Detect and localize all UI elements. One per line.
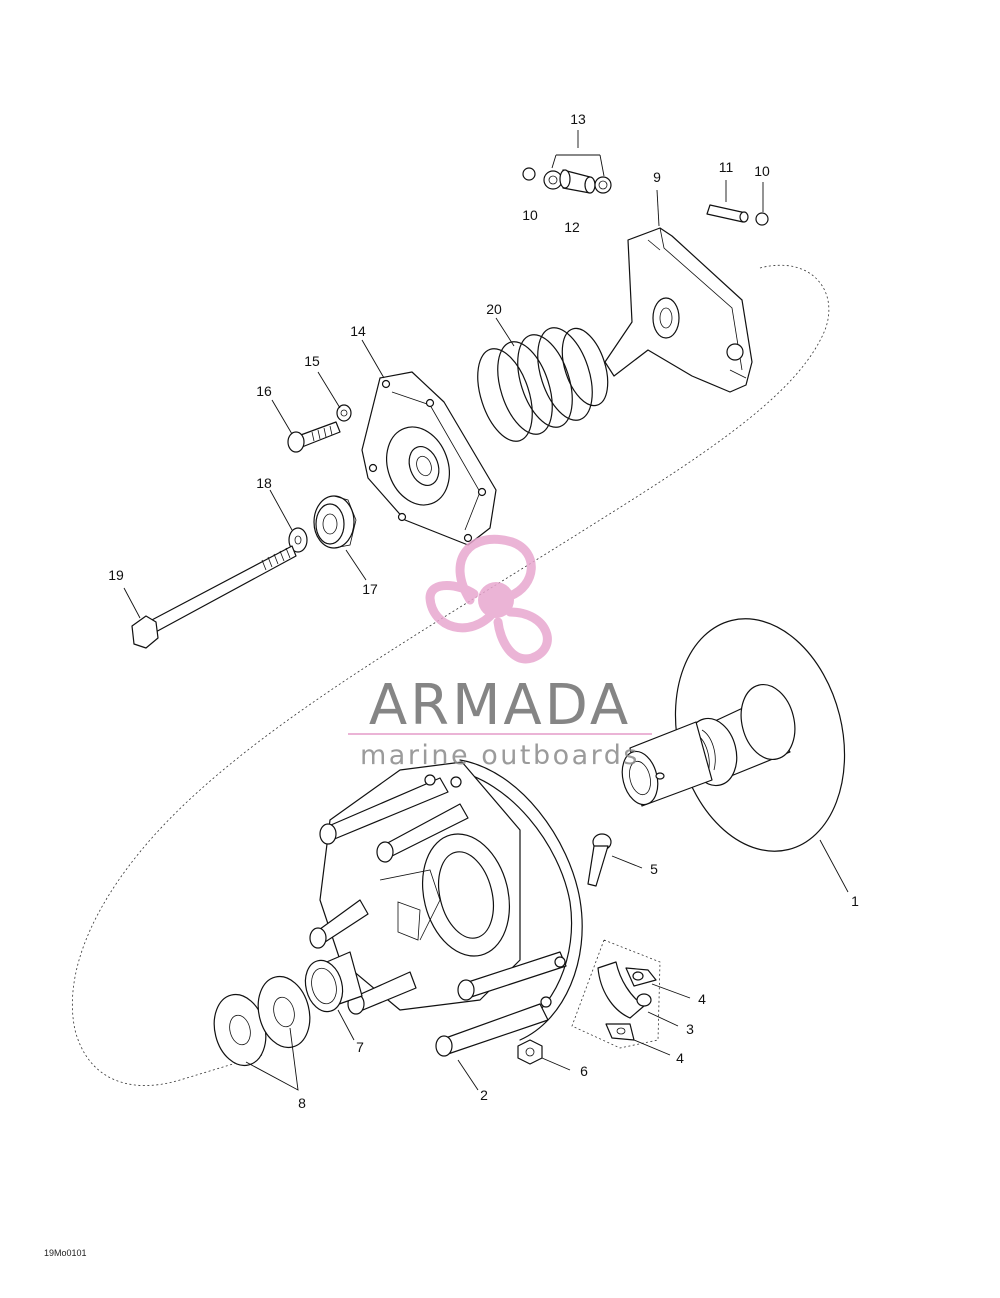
pin-11: [706, 204, 769, 226]
bushing-17: [313, 495, 357, 549]
movable-sheave-2: [309, 759, 583, 1057]
callout-9: 9: [653, 169, 661, 185]
spring-20: [477, 327, 609, 442]
callout-18: 18: [256, 475, 272, 491]
spider-arm-9: [604, 227, 753, 393]
armada-logo: ARMADA marine outboards: [348, 534, 652, 771]
callout-4-top: 4: [698, 991, 706, 1007]
roller-assembly: [522, 167, 612, 194]
bushing-7: [304, 951, 363, 1013]
fixed-sheave-1: [621, 618, 846, 852]
callout-11: 11: [719, 159, 734, 175]
callout-14: 14: [350, 323, 366, 339]
callout-10-left: 10: [522, 207, 538, 223]
callout-15: 15: [304, 353, 320, 369]
drive-belt-outline: [71, 264, 830, 1086]
brand-tagline: marine outboards: [360, 740, 640, 771]
callout-3: 3: [686, 1021, 694, 1037]
callout-labels: 13 9 11 10 10 12 20 14 15 16 18 17 19 5 …: [108, 111, 859, 1111]
callout-1: 1: [851, 893, 859, 909]
screw-16: [287, 404, 352, 453]
callout-16: 16: [256, 383, 272, 399]
leader-lines: [123, 130, 849, 1091]
roller-3-group: [571, 939, 661, 1049]
propeller-icon: [425, 534, 552, 664]
brand-name: ARMADA: [369, 673, 631, 738]
callout-6: 6: [580, 1063, 588, 1079]
callout-13: 13: [570, 111, 586, 127]
cover-plate-14: [361, 371, 497, 546]
nut-6: [517, 1039, 543, 1065]
callout-2: 2: [480, 1087, 488, 1103]
callout-19: 19: [108, 567, 124, 583]
callout-10-right: 10: [754, 163, 770, 179]
bolt-19: [131, 545, 297, 649]
callout-5: 5: [650, 861, 658, 877]
callout-17: 17: [362, 581, 378, 597]
drawing-code: 19Mo0101: [44, 1248, 87, 1258]
screw-5: [587, 833, 612, 887]
callout-12: 12: [564, 219, 580, 235]
callout-8: 8: [298, 1095, 306, 1111]
washers-8: [213, 975, 311, 1067]
callout-20: 20: [486, 301, 502, 317]
callout-4-bottom: 4: [676, 1050, 684, 1066]
washer-18: [288, 527, 308, 553]
callout-7: 7: [356, 1039, 364, 1055]
